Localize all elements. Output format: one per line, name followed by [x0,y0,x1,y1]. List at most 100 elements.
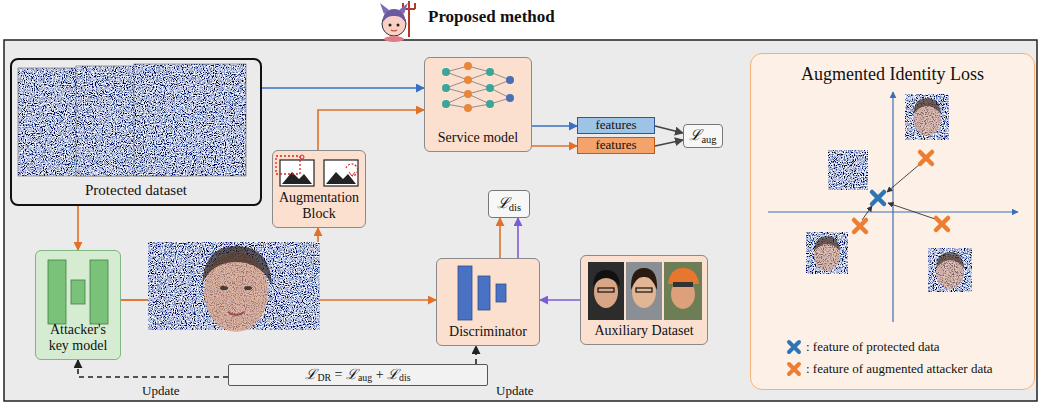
math-text: Protected dataset [85,182,187,198]
network-icon [464,62,472,70]
protected-images [134,64,246,176]
network-icon [464,104,472,112]
flow-arrow [318,110,424,150]
feature-space [828,150,868,190]
edge-label: Update [494,384,536,399]
box-fill [436,258,540,346]
update-arrow [475,346,477,364]
flow-arrow [655,140,683,146]
auxiliary-photos [598,288,614,292]
reconstructed-image [202,246,272,286]
math-text: = [331,367,346,382]
auxiliary-photos [671,279,695,309]
update-arrow [78,360,228,377]
discriminator-icon [478,276,490,310]
network-icon [442,68,450,76]
flow-arrow [532,145,577,147]
encoder-decoder-icon [71,280,85,304]
reconstructed-image [220,286,228,290]
feature-space [888,203,938,220]
math-symbol: ℒ [689,126,701,144]
auxiliary-photos [668,268,699,284]
box-fill [750,53,1035,390]
network-icon [442,100,450,108]
feature-space [913,98,941,114]
auxiliary-photos [673,282,693,287]
feature-space [806,232,848,274]
network-icon [442,62,514,112]
box-fill [228,364,488,386]
box-fill [577,117,655,134]
feature-space [928,248,972,292]
encoder-decoder-icon [48,260,108,324]
legend-row: : feature of augmented attacker data [786,358,993,380]
discriminator-icon [458,266,472,320]
flow-arrow [262,87,424,89]
network-icon [506,76,514,84]
feature-space [936,218,948,230]
auxiliary-photos [588,262,702,320]
augmentation-icons [280,160,314,186]
auxiliary-photos [588,262,624,320]
node-label: ℒaug [689,127,716,144]
discriminator-icon [496,284,506,302]
network-icon [506,94,514,102]
feature-space [920,152,932,164]
reconstructed-image [228,312,244,315]
network-icon [486,84,494,92]
math-text: Augmentation Block [279,190,359,221]
auxiliary-photos [631,268,657,290]
box-fills [35,53,1035,390]
cross-mark [789,364,799,374]
math-symbol: ℒ [387,366,399,382]
feature-box: features [577,137,655,154]
node-label: Augmentation Block [277,190,361,222]
protected-images [134,64,246,176]
node-label: Attacker's key model [40,322,116,354]
encoder-decoder-icon [48,260,66,324]
feature-space [854,220,866,232]
feature-space [768,92,1018,322]
node-label: ℒDR = ℒaug + ℒdis [305,366,410,383]
math-text: Service model [438,130,518,145]
key-model-box: Attacker's key model [35,250,121,360]
flow-arrow [517,218,519,258]
devil-icon [389,24,392,27]
node-label: Discriminator [449,324,527,340]
node-label: Auxiliary Dataset [594,323,693,339]
loss-box: ℒDR = ℒaug + ℒdis [228,364,488,386]
box-fill [580,255,708,345]
box-fill [488,190,530,218]
math-text: features [595,117,636,132]
loss-box: ℒdis [488,190,530,218]
discriminator-icon [458,266,506,320]
legend: : feature of protected data: feature of … [786,336,993,380]
legend-swatch [786,339,802,355]
math-symbol: ℒ [346,366,358,382]
flow-arrow [532,125,577,127]
reconstructed-image [244,286,252,290]
math-subscript: DR [317,373,331,384]
math-text: + [372,367,387,382]
reconstructed-image [148,242,320,332]
feature-space [814,236,840,251]
box-fill [35,250,121,360]
math-subscript: aug [358,373,372,384]
math-subscript: dis [509,202,521,213]
flow-arrow [499,218,501,258]
devil-icon [397,24,400,27]
math-subscript: aug [701,134,716,145]
feature-space [887,164,920,192]
feature-space [892,92,893,322]
math-text: Augmented Identity Loss [801,64,984,84]
devil-icon [384,36,404,42]
augmentation-icons [300,155,304,159]
discriminator-box: Discriminator [436,258,540,346]
math-subscript: dis [399,373,410,384]
augmentation-box: Augmentation Block [272,150,366,228]
edge-label: Update [140,384,182,399]
cross-mark [789,342,799,352]
box-fill [272,150,366,228]
feature-space [905,94,949,140]
